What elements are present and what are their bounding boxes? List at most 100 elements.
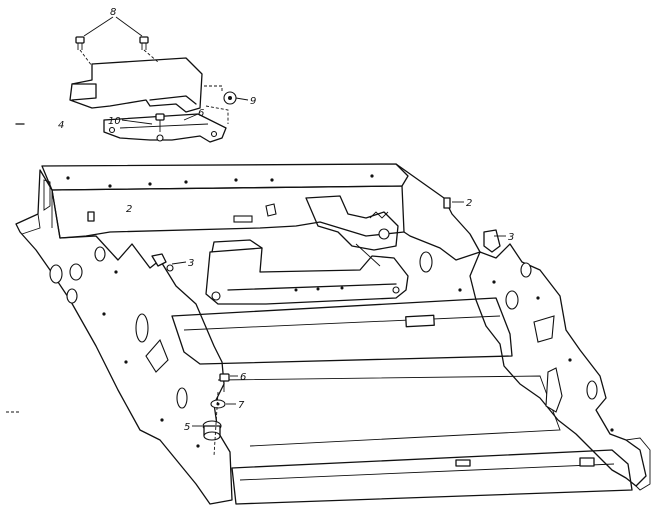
leader-10: [121, 119, 153, 125]
front-crossbar-edge: [183, 315, 501, 331]
plate-dot-4: [160, 418, 164, 422]
right-plate-hole-3: [586, 380, 598, 400]
plate-dot-6: [536, 296, 540, 300]
left-flange: [43, 179, 51, 211]
front-crossbar: [171, 297, 513, 365]
bracket-assembly: [69, 16, 249, 143]
bracket-fold: [149, 95, 197, 105]
frame-fasteners: [87, 197, 501, 457]
clip-3-right: [483, 229, 501, 253]
callout-2-right: 2: [466, 198, 472, 209]
leader-8-right: [115, 16, 143, 37]
right-plate-hole-1: [505, 290, 519, 310]
callout-8: 8: [110, 7, 116, 18]
plate-dot-3: [124, 360, 128, 364]
leader-8-left: [83, 16, 114, 37]
screw-6-bottom: [219, 373, 230, 392]
carriage-hole-left: [211, 291, 221, 301]
screw-10: [155, 113, 165, 132]
crossbar-dot-2: [492, 280, 496, 284]
plate-dot-8: [610, 428, 614, 432]
left-plate-hole-3: [66, 288, 78, 304]
callout-labels: 8 9 4 10 6 2 2 3 3 6 7 5: [58, 7, 514, 433]
left-plate-hole-4: [94, 246, 106, 262]
carriage-dot-3: [340, 286, 344, 290]
callout-9: 9: [250, 96, 256, 107]
left-plate-hole-1: [49, 264, 63, 284]
callout-4: 4: [58, 120, 64, 131]
back-lever: [305, 195, 399, 251]
left-plate-hole-6: [176, 387, 188, 409]
screw-8-left: [75, 36, 85, 50]
frame-holes: [49, 174, 614, 448]
bottom-rail-slot-left: [455, 459, 471, 467]
right-back-side: [395, 163, 481, 261]
carriage-hole-right: [392, 286, 400, 294]
plate-dot-7: [568, 358, 572, 362]
grommet-5: [202, 420, 222, 441]
leader-6a: [183, 113, 199, 121]
lever-link: [355, 243, 381, 267]
leader-9: [235, 97, 249, 101]
bracket-tab-left: [71, 83, 97, 101]
dash-nut-9: [204, 85, 223, 92]
left-plate-hole-5: [135, 313, 149, 343]
callout-5: 5: [184, 422, 190, 433]
callout-7: 7: [238, 400, 245, 411]
screw-8-right: [139, 36, 149, 50]
crossbar-dot-1: [458, 288, 462, 292]
callout-3-left: 3: [188, 258, 194, 269]
lever-spring: [369, 211, 389, 219]
callout-3-right: 3: [508, 232, 514, 243]
left-side-plate-edge: [21, 213, 41, 235]
center-mechanism: [205, 195, 409, 305]
clip-hole-left: [108, 126, 116, 134]
rail-dot-2: [108, 184, 112, 188]
callout-10: 10: [108, 116, 121, 127]
lever-pivot: [378, 228, 390, 240]
callout-2-left: 2: [126, 204, 132, 215]
carriage-dot-1: [294, 288, 298, 292]
carriage-dot-2: [316, 287, 320, 291]
rail-dot-4: [184, 180, 188, 184]
rail-dot-5: [234, 178, 238, 182]
back-plate-tab: [265, 203, 277, 217]
callout-leaders: [121, 113, 506, 427]
screw-2-right: [443, 197, 451, 209]
right-plate-flange: [625, 437, 651, 491]
washer-7: [210, 399, 226, 409]
clip-base-plate: [103, 113, 227, 143]
right-plate-hole-2: [520, 262, 532, 278]
bottom-front-rail: [231, 449, 633, 505]
leader-3a: [171, 261, 187, 265]
right-plate-keyhole: [545, 367, 563, 413]
callout-6-lower: 6: [240, 372, 246, 383]
back-plate-slot: [233, 215, 253, 223]
plate-dot-1: [114, 270, 118, 274]
right-side-plate: [469, 243, 647, 487]
bottom-rail-edge: [239, 463, 615, 481]
dash-assembly-right: [205, 105, 229, 124]
back-plate: [51, 185, 405, 239]
carriage-top-wall: [211, 239, 263, 253]
chassis-frame: [15, 163, 651, 505]
callout-6-upper: 6: [198, 108, 204, 119]
right-plate-cutout: [533, 315, 555, 343]
carriage-body: [205, 247, 409, 305]
screw-6-top: [87, 211, 95, 222]
bottom-rail-slot-right: [579, 457, 595, 467]
left-side-plate: [15, 169, 233, 505]
clip-3-left: [151, 253, 174, 272]
left-plate-hole-2: [69, 263, 83, 281]
back-right-hole: [419, 251, 433, 273]
rail-dot-1: [66, 176, 70, 180]
carriage-rail: [227, 283, 397, 291]
plate-dot-5: [196, 444, 200, 448]
dash-screw-left: [79, 49, 93, 67]
clip-base-edge: [119, 123, 209, 129]
plate-dot-2: [102, 312, 106, 316]
rail-dot-3: [148, 182, 152, 186]
rail-dot-7: [370, 174, 374, 178]
clip-hole-mid: [156, 134, 164, 142]
